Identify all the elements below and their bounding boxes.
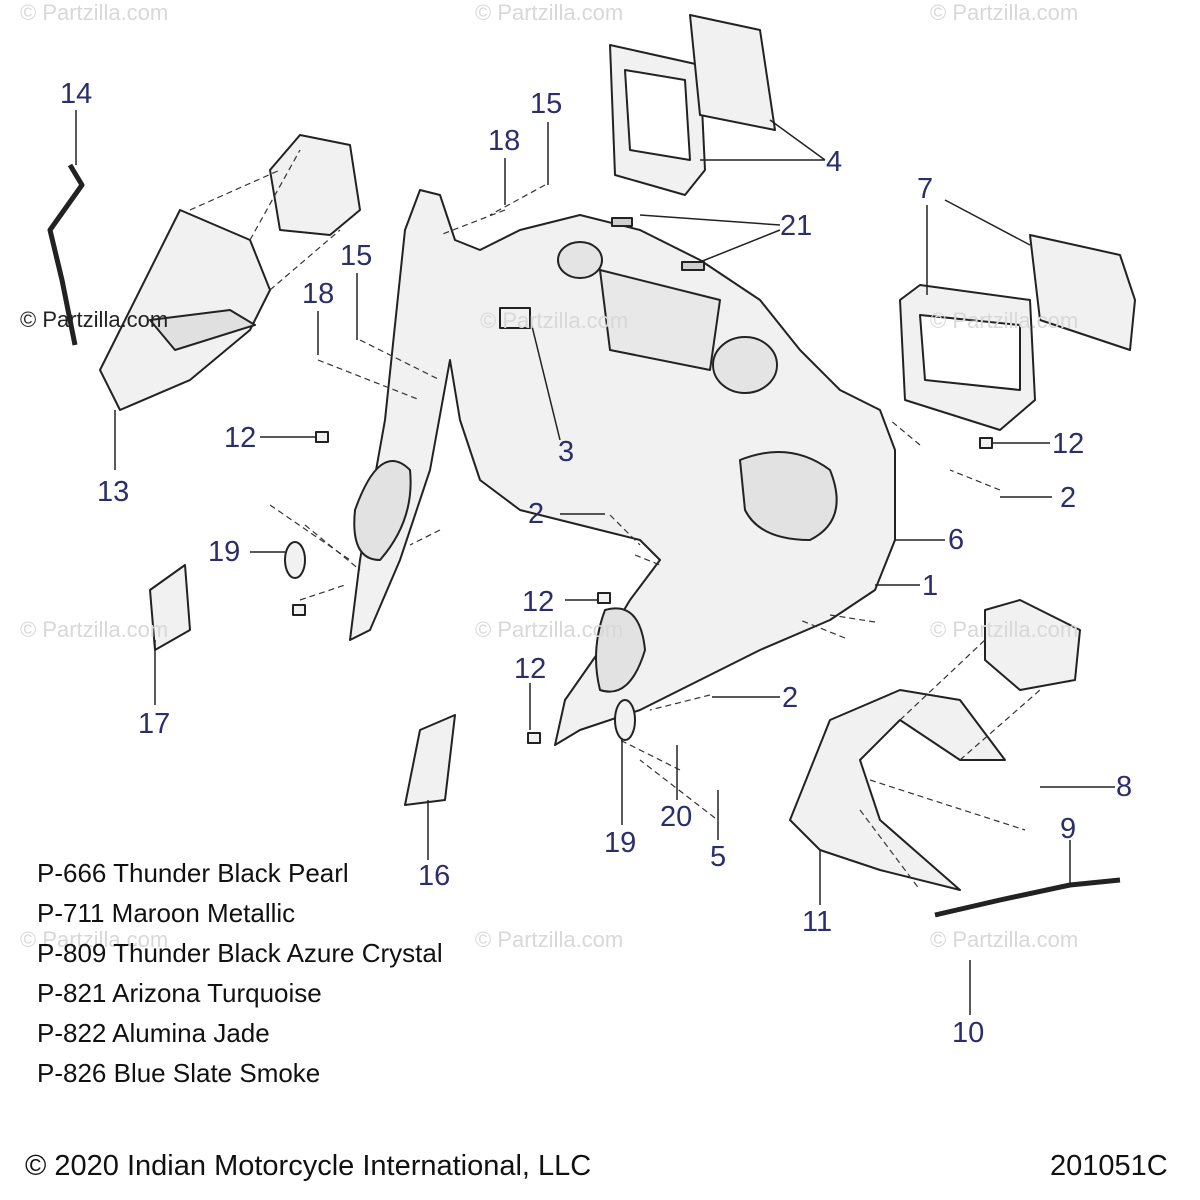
part-label-a xyxy=(611,217,633,227)
watermark-text: © Partzilla.com xyxy=(930,617,1079,642)
watermark-text: © Partzilla.com xyxy=(930,308,1079,333)
callout-number: 3 xyxy=(558,436,575,468)
callout-number: 20 xyxy=(660,801,693,833)
part-inner-fairing xyxy=(349,189,896,746)
part-gauge-opening-left xyxy=(353,460,412,561)
callout-number: 12 xyxy=(514,653,547,685)
part-clip-3 xyxy=(597,592,611,604)
part-grommet-b xyxy=(614,699,636,741)
part-gauge-opening-right xyxy=(739,451,838,541)
legend-item: P-711 Maroon Metallic xyxy=(37,898,296,928)
part-right-speaker xyxy=(984,599,1081,691)
callout-number: 12 xyxy=(522,586,555,618)
callout-number: 15 xyxy=(340,240,373,272)
callout-number: 2 xyxy=(1060,482,1077,514)
watermark-text: © Partzilla.com xyxy=(475,0,624,25)
callout-number: 11 xyxy=(802,906,833,938)
legend-item: P-666 Thunder Black Pearl xyxy=(37,858,349,888)
part-lower-opening xyxy=(595,607,646,693)
callout-number: 8 xyxy=(1116,771,1133,803)
watermark-text: © Partzilla.com xyxy=(475,927,624,952)
callout-number: 4 xyxy=(826,146,843,178)
part-left-speaker xyxy=(269,134,361,236)
callout-number: 10 xyxy=(952,1017,985,1049)
legend-item: P-809 Thunder Black Azure Crystal xyxy=(37,938,443,968)
part-clip-5 xyxy=(292,604,306,616)
callout-number: 18 xyxy=(302,278,335,310)
legend-item: P-822 Alumina Jade xyxy=(37,1018,270,1048)
part-grommet-a xyxy=(284,541,306,579)
callout-number: 14 xyxy=(60,78,93,110)
part-bracket-plate-16 xyxy=(404,714,456,806)
callout-number: 9 xyxy=(1060,813,1077,845)
part-left-housing xyxy=(99,209,271,411)
part-label-b xyxy=(681,261,705,271)
watermark-text: © Partzilla.com xyxy=(20,0,169,25)
watermark-text: © Partzilla.com xyxy=(475,617,624,642)
part-bracket-plate-17 xyxy=(149,564,191,651)
callout-number: 19 xyxy=(208,536,241,568)
watermark-strong: © Partzilla.com xyxy=(20,307,169,332)
callout-number: 17 xyxy=(138,708,171,740)
watermark-text: © Partzilla.com xyxy=(20,617,169,642)
callout-number: 12 xyxy=(224,422,257,454)
copyright-notice: © 2020 Indian Motorcycle International, … xyxy=(25,1150,592,1182)
callout-number: 2 xyxy=(528,498,545,530)
callout-number: 21 xyxy=(780,210,813,242)
callout-number: 6 xyxy=(948,524,965,556)
callout-number: 18 xyxy=(488,125,521,157)
part-left-bracket xyxy=(47,163,85,346)
callout-number: 16 xyxy=(418,860,451,892)
callout-number: 2 xyxy=(782,682,799,714)
callout-number: 1 xyxy=(922,570,939,602)
legend-item: P-821 Arizona Turquoise xyxy=(37,978,322,1008)
callout-number: 13 xyxy=(97,476,130,508)
part-center-display-frame xyxy=(599,269,721,371)
watermark-text: © Partzilla.com xyxy=(930,927,1079,952)
callout-number: 7 xyxy=(917,173,934,205)
callout-number: 12 xyxy=(1052,428,1085,460)
part-clip-4 xyxy=(527,732,541,744)
callout-number: 5 xyxy=(710,841,727,873)
part-clip-2 xyxy=(979,437,993,449)
part-clip-1 xyxy=(315,431,329,443)
watermark-text: © Partzilla.com xyxy=(480,308,629,333)
part-right-bracket xyxy=(934,877,1121,918)
paint-code-legend: P-666 Thunder Black Pearl P-711 Maroon M… xyxy=(37,856,443,1096)
watermark-text: © Partzilla.com xyxy=(930,0,1079,25)
legend-item: P-826 Blue Slate Smoke xyxy=(37,1058,321,1088)
callout-number: 15 xyxy=(530,88,563,120)
diagram-id: 201051C xyxy=(1050,1150,1168,1182)
part-bezel-cover-upper xyxy=(689,14,776,131)
callout-number: 19 xyxy=(604,827,637,859)
watermark-text: © Partzilla.com xyxy=(20,927,169,952)
part-bezel-cover-right xyxy=(1029,234,1136,351)
